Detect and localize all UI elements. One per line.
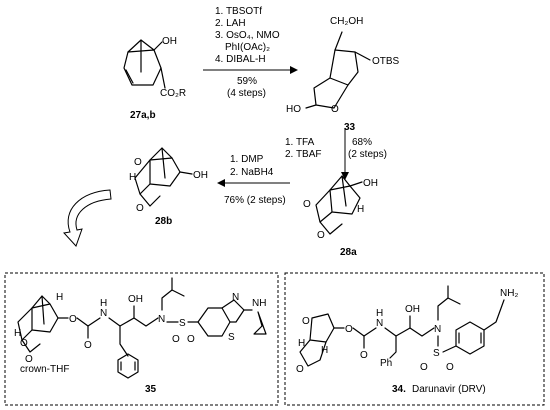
c28b-h: H <box>129 172 136 183</box>
c34-nh: N <box>376 318 383 329</box>
c33-otbs: OTBS <box>372 56 400 67</box>
compound-28b: OH H O O 28b <box>129 147 208 227</box>
c33-label: 33 <box>344 122 356 133</box>
c28a-o1: O <box>303 199 311 210</box>
c34-nh2: NH₂ <box>500 288 518 299</box>
c34-ph: Ph <box>380 358 392 369</box>
step3-reagent-2: 2. NaBH4 <box>230 167 274 178</box>
arrow-step2 <box>341 128 349 180</box>
c35-o1: O <box>69 314 77 325</box>
c35-o-ring: O <box>20 338 28 349</box>
c35-nh: N <box>100 308 107 319</box>
c35-btz-s: S <box>228 332 235 343</box>
step1-note: (4 steps) <box>227 88 266 99</box>
compound-33: CH₂OH OTBS HO O 33 <box>286 16 400 133</box>
c34-o-ring1: O <box>302 316 310 327</box>
c35-nh-cp: NH <box>252 298 266 309</box>
arrow-step1 <box>203 66 298 74</box>
c35-h2: H <box>14 328 21 339</box>
c27-label: 27a,b <box>130 110 156 121</box>
c28b-o2: O <box>136 203 144 214</box>
c33-ring-o: O <box>331 104 339 115</box>
c34-nh-h: H <box>376 308 383 319</box>
c27-oh: OH <box>162 36 177 47</box>
c34-n: N <box>434 324 441 335</box>
c34-caption: Darunavir (DRV) <box>412 384 486 395</box>
step1-reagent-4: PhI(OAc)₂ <box>225 42 270 53</box>
compound-34: O O H H O O N H OH Ph N S O O NH₂ 34. Da… <box>296 285 518 395</box>
c28a-oh: OH <box>363 178 378 189</box>
box-compound-34 <box>284 272 545 406</box>
c35-n: N <box>158 314 165 325</box>
c28b-oh: OH <box>193 170 208 181</box>
c28a-h: H <box>357 204 364 215</box>
step3-conditions: 1. DMP 2. NaBH4 76% (2 steps) <box>224 154 286 206</box>
c35-oh: OH <box>128 294 143 305</box>
c35-o2: O <box>84 340 92 351</box>
c35-label: 35 <box>145 384 157 395</box>
c28a-o2: O <box>317 230 325 241</box>
c34-s: S <box>433 348 440 359</box>
c34-label: 34. <box>392 384 406 395</box>
c35-so1: O <box>172 334 180 345</box>
step2-conditions: 1. TFA 2. TBAF 68% (2 steps) <box>285 137 387 160</box>
c35-h1: H <box>56 292 63 303</box>
step1-yield: 59% <box>237 76 257 87</box>
compound-28a: OH H O O 28a <box>303 175 378 258</box>
compound-35: H H O O crown-THF O O N H OH 35 N S O O … <box>14 277 267 395</box>
c35-nh-h: H <box>100 298 107 309</box>
curved-arrow <box>63 189 112 247</box>
c35-caption: crown-THF <box>20 364 69 375</box>
c34-o-ring2: O <box>296 364 304 375</box>
step3-reagent-1: 1. DMP <box>230 154 264 165</box>
c33-ho: HO <box>286 104 301 115</box>
c34-so2: O <box>446 362 454 373</box>
step1-reagent-2: 2. LAH <box>215 18 246 29</box>
step1-reagent-5: 4. DIBAL-H <box>215 54 266 65</box>
c34-o1: O <box>345 324 353 335</box>
c35-o-ring2: O <box>25 354 33 365</box>
c35-btz-n: N <box>232 292 239 303</box>
step3-yield: 76% (2 steps) <box>224 195 286 206</box>
step2-note: (2 steps) <box>348 149 387 160</box>
step1-reagent-1: 1. TBSOTf <box>215 6 262 17</box>
c35-so2: O <box>187 334 195 345</box>
step1-reagent-3: 3. OsO₄, NMO <box>215 30 280 41</box>
step1-conditions: 1. TBSOTf 2. LAH 3. OsO₄, NMO PhI(OAc)₂ … <box>215 6 280 99</box>
c35-s: S <box>179 318 186 329</box>
c28b-label: 28b <box>155 216 172 227</box>
c34-so1: O <box>420 362 428 373</box>
arrow-step3 <box>217 179 290 187</box>
step2-yield: 68% <box>352 137 372 148</box>
step2-reagent-2: 2. TBAF <box>285 149 322 160</box>
box-compound-35 <box>4 272 279 406</box>
c34-h2: H <box>298 338 305 349</box>
c34-oh: OH <box>405 304 420 315</box>
c34-h1: H <box>321 345 328 356</box>
compound-27: OH CO₂R 27a,b <box>123 36 186 121</box>
c28a-label: 28a <box>340 247 357 258</box>
step2-reagent-1: 1. TFA <box>285 137 315 148</box>
c27-ester: CO₂R <box>160 88 186 99</box>
c28b-o1: O <box>134 157 142 168</box>
c33-ch2oh: CH₂OH <box>330 16 363 27</box>
c34-o2: O <box>360 350 368 361</box>
